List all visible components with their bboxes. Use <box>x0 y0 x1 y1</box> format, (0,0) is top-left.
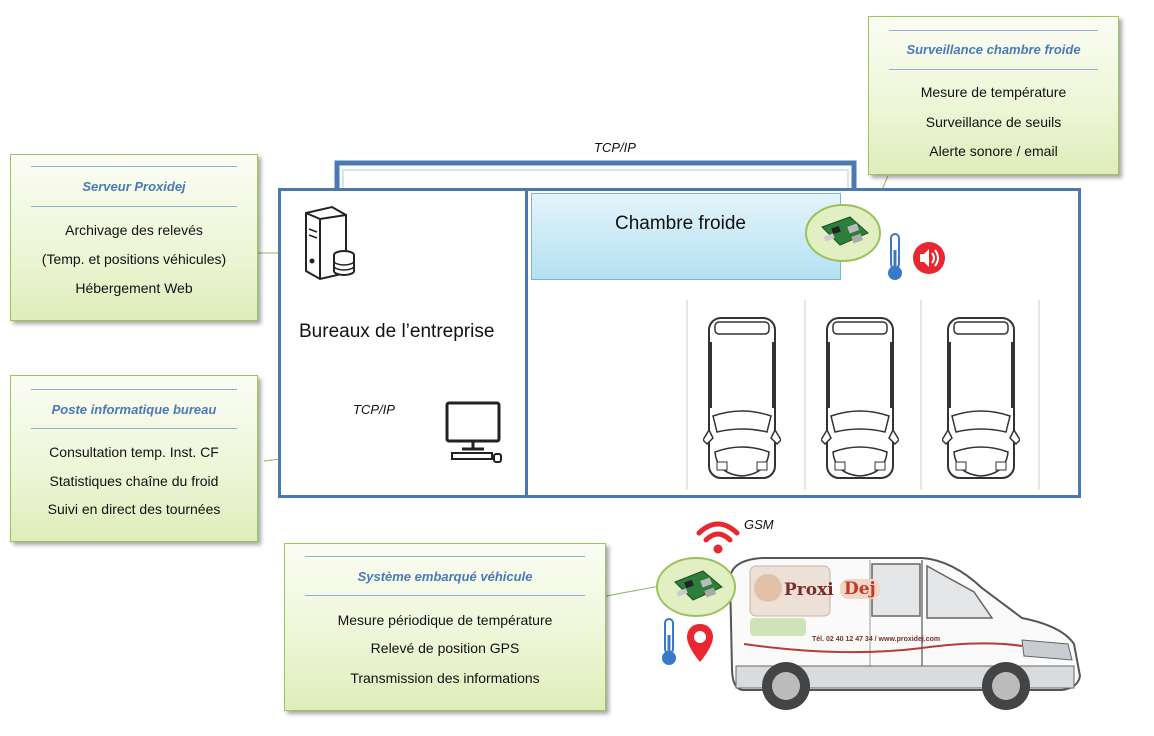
raspberry-pi-board-icon <box>805 204 881 262</box>
callout-title: Système embarqué véhicule <box>357 569 533 584</box>
location-pin-icon <box>687 624 713 662</box>
callout-line: Suivi en direct des tournées <box>47 501 221 517</box>
callout-title: Surveillance chambre froide <box>906 42 1081 57</box>
callout-line: Surveillance de seuils <box>925 114 1062 130</box>
parking-lane <box>686 300 688 490</box>
workstation-callout: Poste informatique bureau Consultation t… <box>10 375 258 542</box>
parking-lane <box>920 300 922 490</box>
computer-icon <box>445 401 502 463</box>
office-room <box>278 188 528 498</box>
cold-room-callout: Surveillance chambre froide Mesure de te… <box>868 16 1119 175</box>
thermometer-icon <box>662 618 676 665</box>
van-contact: Tél. 02 40 12 47 34 / www.proxidej.com <box>812 636 941 643</box>
server-callout: Serveur Proxidej Archivage des relevés (… <box>10 154 258 321</box>
gsm-label: GSM <box>744 517 774 532</box>
callout-line: Transmission des informations <box>350 670 540 686</box>
parked-van-1 <box>703 317 781 479</box>
tcp-ip-label-office: TCP/IP <box>353 402 395 417</box>
delivery-van <box>728 557 1082 710</box>
raspberry-pi-board-icon <box>656 557 736 617</box>
parked-van-2 <box>821 317 899 479</box>
server-icon <box>305 205 355 281</box>
vehicle-callout: Système embarqué véhicule Mesure périodi… <box>284 543 606 711</box>
wifi-signal-icon <box>696 521 740 554</box>
callout-line: Mesure périodique de température <box>337 612 553 628</box>
cold-room <box>531 193 841 280</box>
callout-line: Relevé de position GPS <box>370 640 520 656</box>
callout-line: (Temp. et positions véhicules) <box>41 251 227 267</box>
cold-room-label: Chambre froide <box>615 213 746 234</box>
callout-line: Statistiques chaîne du froid <box>49 473 219 489</box>
callout-title: Serveur Proxidej <box>82 179 186 194</box>
callout-line: Mesure de température <box>920 84 1067 100</box>
callout-line: Archivage des relevés <box>65 222 203 238</box>
parking-lane <box>804 300 806 490</box>
callout-line: Consultation temp. Inst. CF <box>49 444 219 460</box>
callout-line: Hébergement Web <box>75 280 193 296</box>
van-brand-dej: Dej <box>840 579 880 599</box>
callout-title: Poste informatique bureau <box>51 402 217 417</box>
office-label: Bureaux de l’entreprise <box>299 321 495 342</box>
callout-line: Alerte sonore / email <box>929 143 1058 159</box>
parked-van-3 <box>942 317 1020 479</box>
tcp-ip-label-top: TCP/IP <box>594 140 636 155</box>
van-brand-proxi: Proxi <box>784 580 834 600</box>
thermometer-icon <box>888 233 902 280</box>
speaker-alarm-icon <box>913 242 945 274</box>
parking-lane <box>1038 300 1040 490</box>
